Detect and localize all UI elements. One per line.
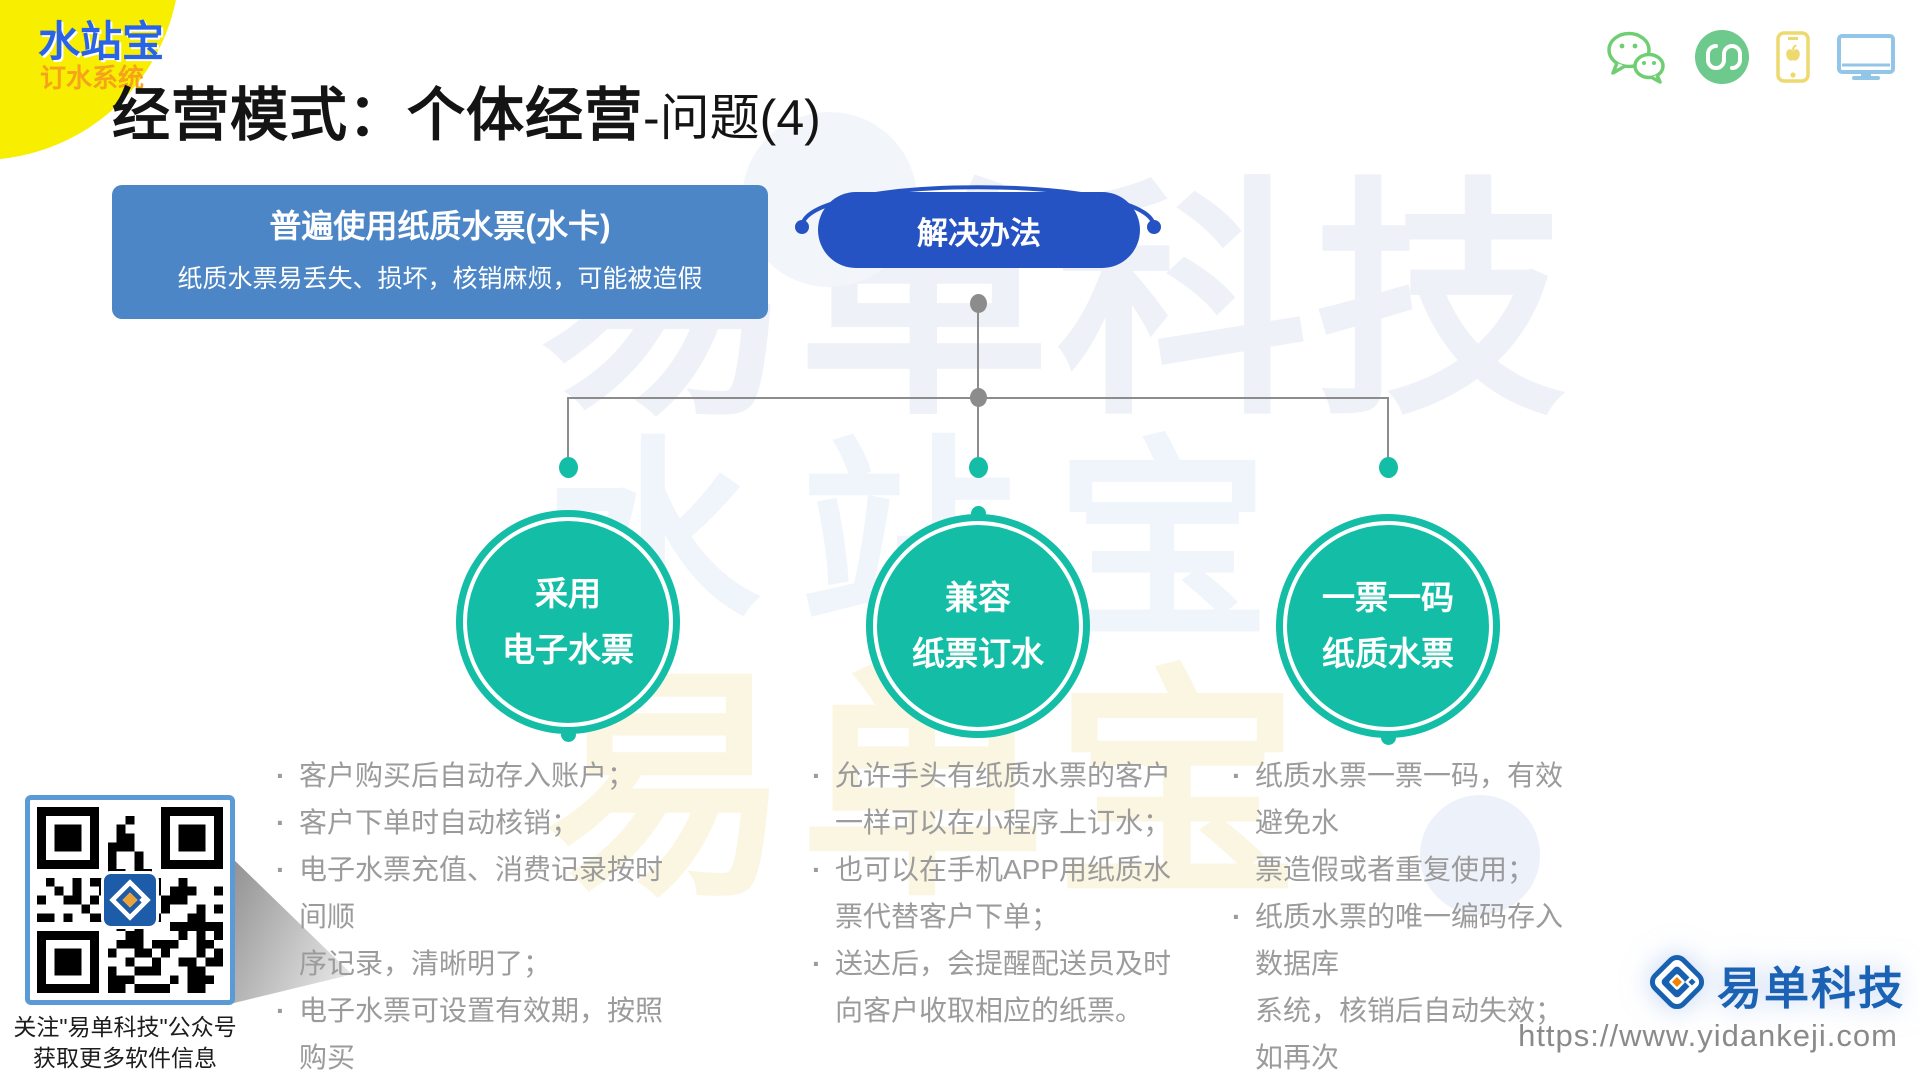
connector-line [977,398,979,462]
connector-node [559,457,578,478]
solution-circle-2-line2: 纸票订水 [912,635,1044,672]
qr-code [25,795,235,1005]
problem-box-title: 普遍使用纸质水票(水卡) [269,208,611,244]
problem-box-desc: 纸质水票易丢失、损坏，核销麻烦，可能被造假 [177,265,703,293]
company-url: https://www.yidankeji.com [1518,1018,1898,1053]
list-item: 电子水票可设置有效期，按照购买 时间计算有效时长。 [272,987,682,1080]
solution-pill-arc [795,185,1161,234]
iphone-icon [1776,30,1811,88]
miniprogram-icon [1694,29,1750,90]
connector-line [977,303,979,398]
bullet-list-2: 允许手头有纸质水票的客户 一样可以在小程序上订水； 也可以在手机APP用纸质水 … [808,752,1198,1034]
connector-node [970,388,987,407]
company-logo-icon [1645,950,1709,1019]
connector-node [1379,457,1398,478]
solution-circle-3-line2: 纸质水票 [1322,635,1454,672]
connector-node [970,294,987,313]
platform-icons [1605,28,1895,90]
list-item: 送达后，会提醒配送员及时 向客户收取相应的纸票。 [808,940,1198,1034]
solution-circle-2-line1: 兼容 [945,579,1011,616]
solution-circle-1-line1: 采用 [535,575,601,612]
page-title: 经营模式：个体经营-问题(4) [112,68,821,152]
brand-badge-subtitle: 订水系统 [40,63,145,93]
list-item: 客户购买后自动存入账户； [272,752,682,799]
company-name: 易单科技 [1717,963,1906,1014]
brand-badge-title: 水站宝 [38,18,165,65]
list-item: 允许手头有纸质水票的客户 一样可以在小程序上订水； [808,752,1198,846]
list-item: 纸质水票一票一码，有效避免水 票造假或者重复使用； [1228,752,1588,893]
solution-circle-3: 一票一码 纸质水票 [1276,514,1500,738]
problem-box: 普遍使用纸质水票(水卡) 纸质水票易丢失、损坏，核销麻烦，可能被造假 [112,185,768,319]
bullet-list-3: 纸质水票一票一码，有效避免水 票造假或者重复使用； 纸质水票的唯一编码存入数据库… [1228,752,1588,1080]
solution-circle-2: 兼容 纸票订水 [866,514,1090,738]
qr-caption-line2: 获取更多软件信息 [33,1045,217,1071]
list-item: 客户下单时自动核销； [272,799,682,846]
connector-node [969,457,988,478]
solution-pill-label: 解决办法 [917,215,1041,251]
monitor-icon [1836,33,1895,85]
list-item: 电子水票充值、消费记录按时间顺 序记录，清晰明了； [272,846,682,987]
solution-circle-1-line2: 电子水票 [502,631,634,668]
solution-pill: 解决办法 [818,192,1140,268]
solution-circle-1: 采用 电子水票 [456,510,680,734]
bullet-list-1: 客户购买后自动存入账户； 客户下单时自动核销； 电子水票充值、消费记录按时间顺 … [272,752,682,1080]
connector-line [1387,398,1389,462]
wechat-icon [1605,28,1667,91]
page-title-light: -问题(4) [643,90,821,146]
page-title-strong: 经营模式：个体经营 [112,83,644,148]
qr-caption-line1: 关注"易单科技"公众号 [13,1014,237,1040]
solution-circle-3-line1: 一票一码 [1322,579,1454,616]
list-item: 纸质水票的唯一编码存入数据库 系统，核销后自动失效；如再次 核销，系统自动警报不… [1228,893,1588,1080]
qr-caption: 关注"易单科技"公众号 获取更多软件信息 [0,1012,250,1074]
list-item: 也可以在手机APP用纸质水 票代替客户下单； [808,846,1198,940]
footer-brand: 易单科技 [1645,950,1905,1019]
connector-line [567,398,569,462]
qr-center-logo [101,871,159,929]
